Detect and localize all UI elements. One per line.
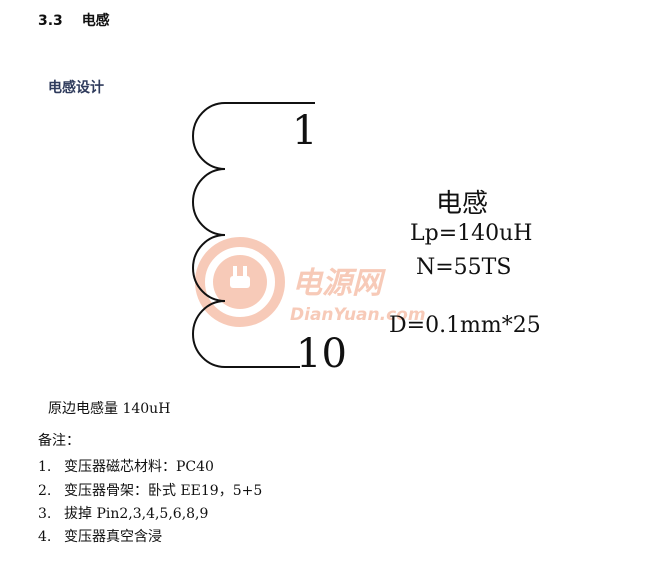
note-text: 变压器磁芯材料：PC40	[64, 459, 214, 475]
note-index: 4.	[38, 529, 52, 545]
inductor-coil	[192, 102, 315, 368]
section-number: 3.3	[38, 13, 63, 29]
turns-value: N=55TS	[416, 255, 512, 280]
watermark: 电源网 DianYuan.com	[195, 237, 426, 327]
watermark-brand: 电源网	[292, 266, 386, 301]
note-text: 变压器骨架：卧式 EE19，5+5	[64, 483, 263, 499]
notes-title: 备注：	[38, 433, 80, 449]
pin-10-label: 10	[296, 331, 347, 377]
note-item: 4. 变压器真空含浸	[38, 526, 162, 546]
pin-1-label: 1	[292, 108, 317, 154]
note-index: 1.	[38, 459, 52, 475]
section-title: 电感	[81, 13, 110, 29]
inductor-design-label: 电感设计	[48, 80, 104, 96]
note-index: 2.	[38, 483, 52, 499]
watermark-site: DianYuan.com	[290, 305, 426, 325]
note-item: 2. 变压器骨架：卧式 EE19，5+5	[38, 480, 262, 500]
wire-spec: D=0.1mm*25	[389, 313, 541, 338]
note-item: 3. 拔掉 Pin2,3,4,5,6,8,9	[38, 503, 208, 523]
primary-inductance: 原边电感量 140uH	[48, 401, 171, 417]
section-heading: 3.3 电感	[38, 10, 110, 30]
watermark-ring	[195, 237, 285, 327]
inductor-title: 电感	[436, 189, 489, 219]
coil-turns	[192, 102, 226, 368]
note-text: 变压器真空含浸	[64, 529, 162, 545]
inductance-value: Lp=140uH	[410, 221, 533, 246]
note-text: 拔掉 Pin2,3,4,5,6,8,9	[64, 506, 209, 522]
note-item: 1. 变压器磁芯材料：PC40	[38, 456, 214, 476]
note-index: 3.	[38, 506, 52, 522]
